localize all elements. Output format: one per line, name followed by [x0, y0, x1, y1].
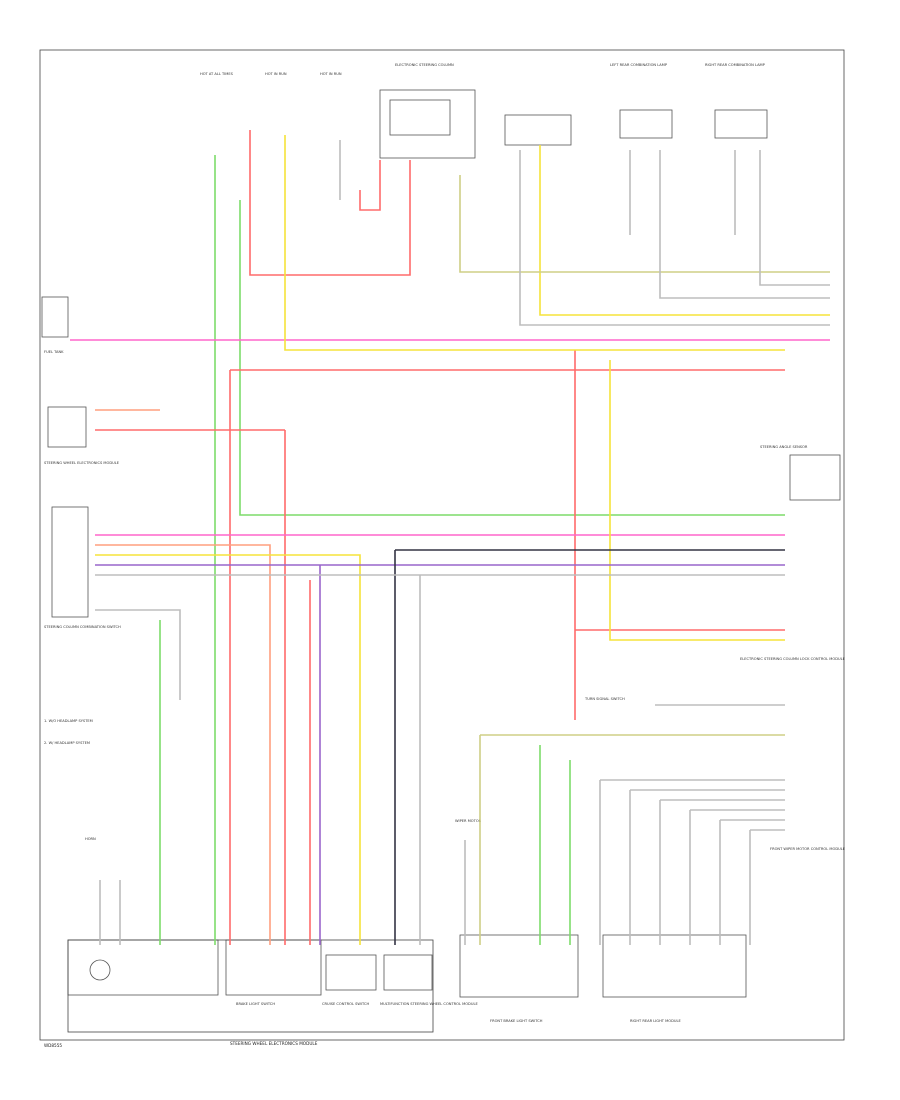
bottom-title: STEERING WHEEL ELECTRONICS MODULE [230, 1041, 318, 1046]
column-lock-inner [389, 99, 451, 136]
wires-group [70, 130, 830, 945]
top-label-hot-all: HOT AT ALL TIMES [200, 72, 234, 76]
steering-switch-label: STEERING COLUMN COMBINATION SWITCH [44, 625, 121, 629]
electronic-steering-label: ELECTRONIC STEERING COLUMN LOCK CONTROL … [740, 657, 846, 661]
wire-33 [519, 150, 830, 326]
footer-code: WD8555 [44, 1043, 62, 1048]
steering-module-label: STEERING WHEEL ELECTRONICS MODULE [44, 461, 120, 465]
top-label-hot-run-1: HOT IN RUN [265, 72, 287, 76]
turn-signal-label: TURN SIGNAL SWITCH [584, 697, 625, 701]
diagram-border [39, 49, 845, 1041]
wire-47 [95, 609, 181, 700]
multifunction-label: MULTIFUNCTION STEERING WHEEL CONTROL MOD… [380, 1002, 478, 1006]
right-rear-lamp-box [714, 109, 768, 139]
brake-switch-label: BRAKE LIGHT SWITCH [236, 1002, 275, 1006]
wire-5 [249, 130, 411, 276]
front-brake-label: FRONT BRAKE LIGHT SWITCH [490, 1019, 543, 1023]
wire-19 [539, 145, 830, 316]
wire-17 [95, 544, 271, 945]
front-wiper-module-label: FRONT WIPER MOTOR CONTROL MODULE [770, 847, 846, 851]
wire-31 [659, 150, 830, 299]
cruise-control-label: CRUISE CONTROL SWITCH [322, 1002, 369, 1006]
right-rear-label: RIGHT REAR LIGHT MODULE [630, 1019, 681, 1023]
fuel-tank-box [41, 296, 69, 338]
brake-switch-box [225, 939, 322, 996]
wire-1 [239, 200, 785, 516]
left-rear-lamp-box [619, 109, 673, 139]
wire-20 [95, 554, 361, 945]
steering-module-box [47, 406, 87, 448]
steering-angle-label: STEERING ANGLE SENSOR [760, 445, 808, 449]
note-1: 1. W/O HEADLAMP SYSTEM [44, 719, 93, 723]
multifunction-box [383, 954, 433, 991]
fuel-tank-label: FUEL TANK [44, 350, 64, 354]
wire-32 [759, 150, 830, 286]
front-brake-switch-box [459, 934, 579, 998]
right-rear-module-box [602, 934, 747, 998]
cruise-control-box [325, 954, 377, 991]
wire-22 [459, 175, 830, 273]
front-brake-box [504, 114, 572, 146]
steering-angle-box [789, 454, 841, 501]
horn-label: HORN [85, 837, 96, 841]
wire-21 [609, 360, 785, 641]
top-label-column: ELECTRONIC STEERING COLUMN [395, 63, 454, 67]
horn-motor-symbol [89, 959, 111, 981]
steering-switch-box [51, 506, 89, 618]
wire-18 [284, 135, 785, 351]
wiper-motor-label: WIPER MOTOR [455, 819, 482, 823]
note-2: 2. W/ HEADLAMP SYSTEM [44, 741, 90, 745]
wire-13 [359, 160, 381, 211]
top-label-hot-run-2: HOT IN RUN [320, 72, 342, 76]
top-label-right-rear: RIGHT REAR COMBINATION LAMP [705, 63, 766, 67]
top-label-left-rear: LEFT REAR COMBINATION LAMP [610, 63, 668, 67]
bottom-module-enclosure [67, 939, 434, 1033]
